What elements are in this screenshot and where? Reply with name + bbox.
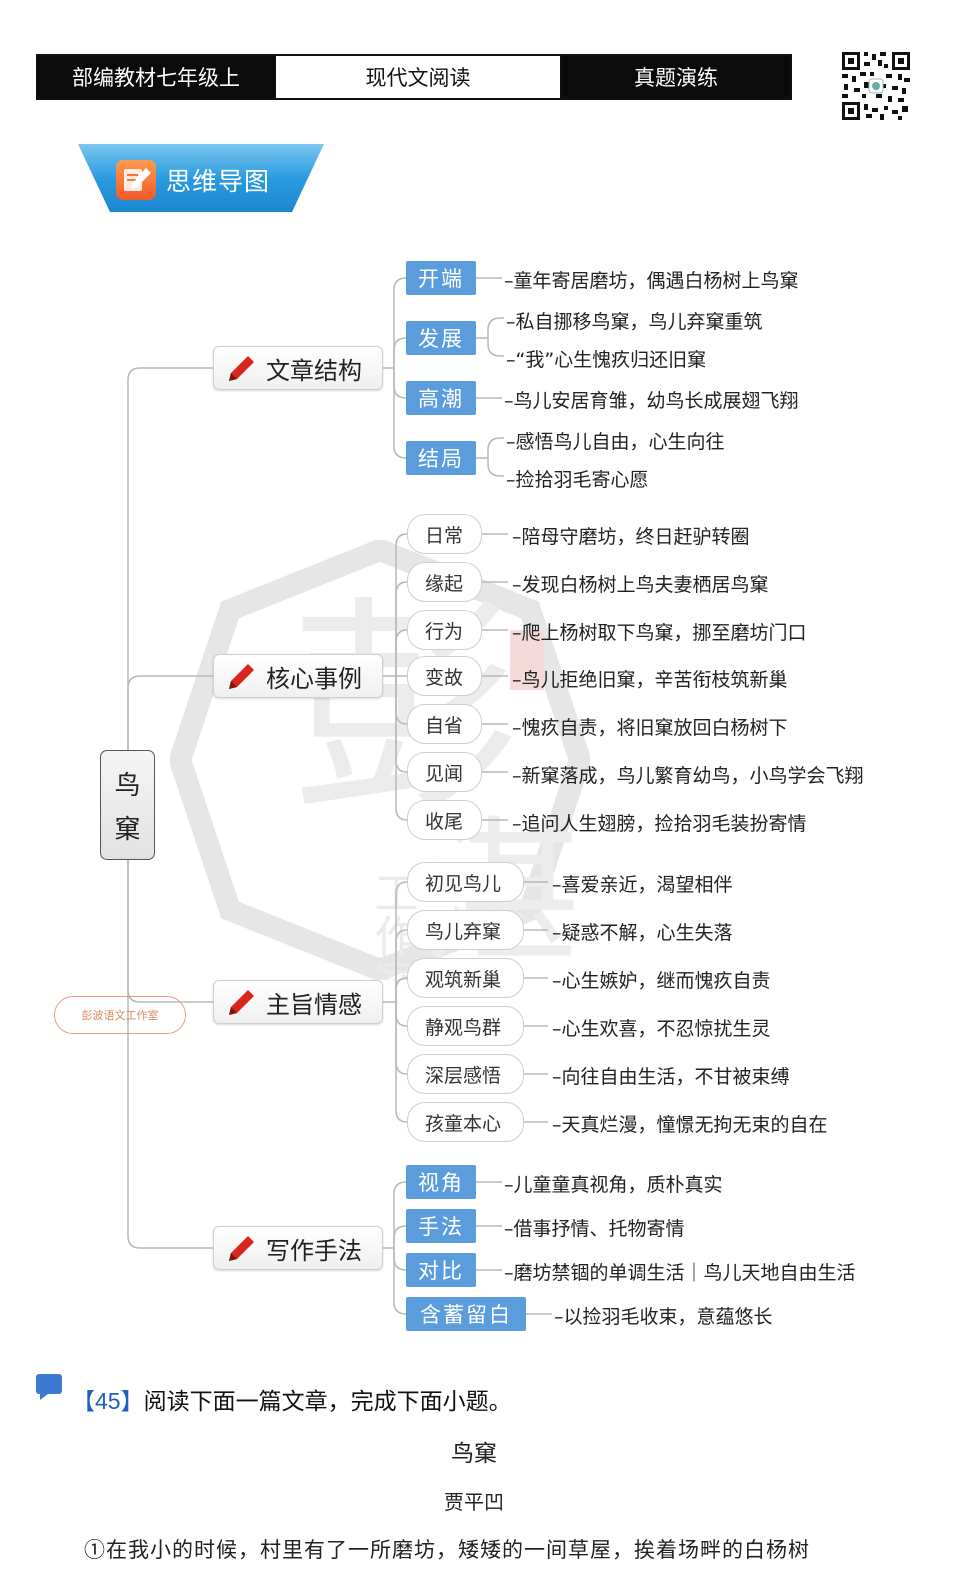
question-number: 【45】 — [72, 1388, 144, 1414]
node-watch-flock: 静观鸟群 — [407, 1006, 524, 1046]
node-new-nest: 观筑新巢 — [407, 958, 524, 998]
node-change: 变故 — [407, 656, 482, 696]
node-ending: 结局 — [406, 441, 476, 475]
leaf-text: –以捡羽毛收束，意蕴悠长 — [554, 1306, 773, 1328]
branch-theme-emotion: 主旨情感 — [213, 980, 383, 1024]
pencil-note-icon — [116, 160, 156, 200]
header-section: 真题演练 — [562, 56, 790, 98]
leaf-text: –追问人生翅膀，捡拾羽毛装扮寄情 — [512, 813, 807, 835]
branch-label: 主旨情感 — [266, 990, 362, 1019]
watermark-big-char: 彭 — [290, 578, 520, 845]
header-subject: 现代文阅读 — [274, 56, 562, 98]
pencil-icon — [229, 1236, 254, 1261]
leaf-text: –借事抒情、托物寄情 — [504, 1218, 685, 1240]
article-author: 贾平凹 — [444, 1490, 504, 1514]
leaf-text: –感悟鸟儿自由，心生向往 — [506, 431, 725, 453]
leaf-text: –童年寄居磨坊，偶遇白杨树上鸟窠 — [504, 270, 799, 292]
studio-stamp: 彭波语文工作室 — [54, 996, 186, 1034]
leaf-text: –愧疚自责，将旧窠放回白杨树下 — [512, 717, 788, 739]
leaf-text: –“我”心生愧疚归还旧窠 — [506, 349, 707, 371]
pencil-icon — [229, 990, 254, 1015]
leaf-text: –鸟儿拒绝旧窠，辛苦衔枝筑新巢 — [512, 669, 788, 691]
article-title: 鸟窠 — [451, 1441, 497, 1467]
leaf-text: –捡拾羽毛寄心愿 — [506, 469, 649, 491]
leaf-text: –发现白杨树上鸟夫妻栖居鸟窠 — [512, 574, 769, 596]
article-paragraph: ①在我小的时候，村里有了一所磨坊，矮矮的一间草屋，挨着场畔的白杨树 — [84, 1538, 810, 1562]
node-child-heart: 孩童本心 — [407, 1102, 524, 1142]
question-prompt: 【45】阅读下面一篇文章，完成下面小题。 — [72, 1382, 512, 1416]
leaf-text: –爬上杨树取下鸟窠，挪至磨坊门口 — [512, 622, 807, 644]
leaf-text: –磨坊禁锢的单调生活｜鸟儿天地自由生活 — [504, 1262, 856, 1284]
branch-article-structure: 文章结构 — [213, 346, 383, 390]
root-char-1: 鸟 — [114, 770, 141, 801]
leaf-text: –喜爱亲近，渴望相伴 — [552, 874, 733, 896]
leaf-text: –儿童童真视角，质朴真实 — [504, 1174, 723, 1196]
node-action: 行为 — [407, 610, 482, 650]
leaf-text: –天真烂漫，憧憬无拘无束的自在 — [552, 1114, 828, 1136]
node-abandon: 鸟儿弃窠 — [407, 910, 524, 950]
pencil-icon — [229, 664, 254, 689]
branch-core-events: 核心事例 — [213, 654, 383, 698]
node-observation: 见闻 — [407, 752, 482, 792]
node-opening: 开端 — [406, 261, 476, 295]
leaf-text: –疑惑不解，心生失落 — [552, 922, 733, 944]
header-bar: 部编教材七年级上 现代文阅读 真题演练 — [36, 54, 792, 100]
leaf-text: –陪母守磨坊，终日赶驴转圈 — [512, 526, 750, 548]
leaf-text: –鸟儿安居育雏，幼鸟长成展翅飞翔 — [504, 390, 799, 412]
question-text: 阅读下面一篇文章，完成下面小题。 — [143, 1389, 512, 1415]
node-origin: 缘起 — [407, 562, 482, 602]
watermark-seal-icon: 彭 湛 工作室 — [170, 540, 590, 980]
leaf-text: –向往自由生活，不甘被束缚 — [552, 1066, 790, 1088]
node-technique: 手法 — [406, 1209, 476, 1243]
qr-code-icon[interactable] — [840, 50, 912, 122]
node-contrast: 对比 — [406, 1253, 476, 1287]
node-daily: 日常 — [407, 514, 482, 554]
node-closing: 收尾 — [407, 800, 482, 840]
node-development: 发展 — [406, 321, 476, 355]
branch-label: 写作手法 — [266, 1236, 362, 1265]
root-char-2: 窠 — [114, 814, 141, 845]
bookmark-icon — [36, 1374, 62, 1400]
branch-writing-techniques: 写作手法 — [213, 1226, 383, 1270]
leaf-text: –心生欢喜，不忍惊扰生灵 — [552, 1018, 771, 1040]
node-perspective: 视角 — [406, 1165, 476, 1199]
pencil-icon — [229, 356, 254, 381]
node-deep-insight: 深层感悟 — [407, 1054, 524, 1094]
leaf-text: –私自挪移鸟窠，鸟儿弃窠重筑 — [506, 311, 763, 333]
node-climax: 高潮 — [406, 381, 476, 415]
node-implicit: 含蓄留白 — [406, 1297, 526, 1331]
branch-label: 文章结构 — [266, 356, 362, 385]
leaf-text: –心生嫉妒，继而愧疚自责 — [552, 970, 771, 992]
node-first-sight: 初见鸟儿 — [407, 862, 524, 902]
banner-title: 思维导图 — [166, 167, 271, 196]
mindmap-root: 鸟 窠 — [100, 750, 155, 860]
header-grade: 部编教材七年级上 — [38, 56, 274, 98]
node-reflection: 自省 — [407, 704, 482, 744]
branch-label: 核心事例 — [266, 664, 362, 693]
leaf-text: –新窠落成，鸟儿繁育幼鸟，小鸟学会飞翔 — [512, 765, 864, 787]
